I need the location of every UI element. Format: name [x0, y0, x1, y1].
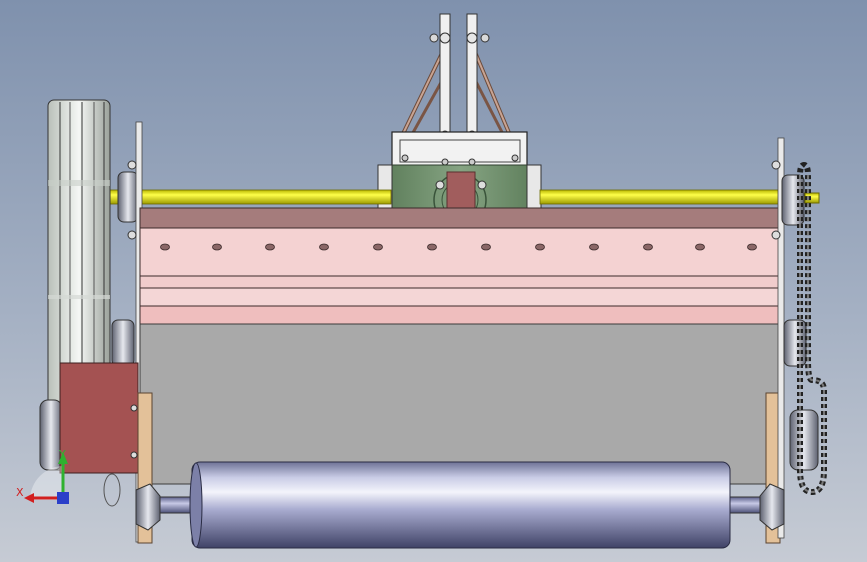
- coordinate-triad-icon: Y X: [16, 448, 69, 504]
- ground-roller: [135, 461, 785, 549]
- triad-y-label: Y: [58, 448, 66, 461]
- belt-cover: [59, 362, 139, 474]
- bolt-row: [160, 243, 757, 251]
- triad-x-label: X: [16, 486, 24, 499]
- drive-shaft: [104, 189, 781, 205]
- main-housing: [139, 207, 781, 485]
- roller-chain-icon: [797, 161, 827, 496]
